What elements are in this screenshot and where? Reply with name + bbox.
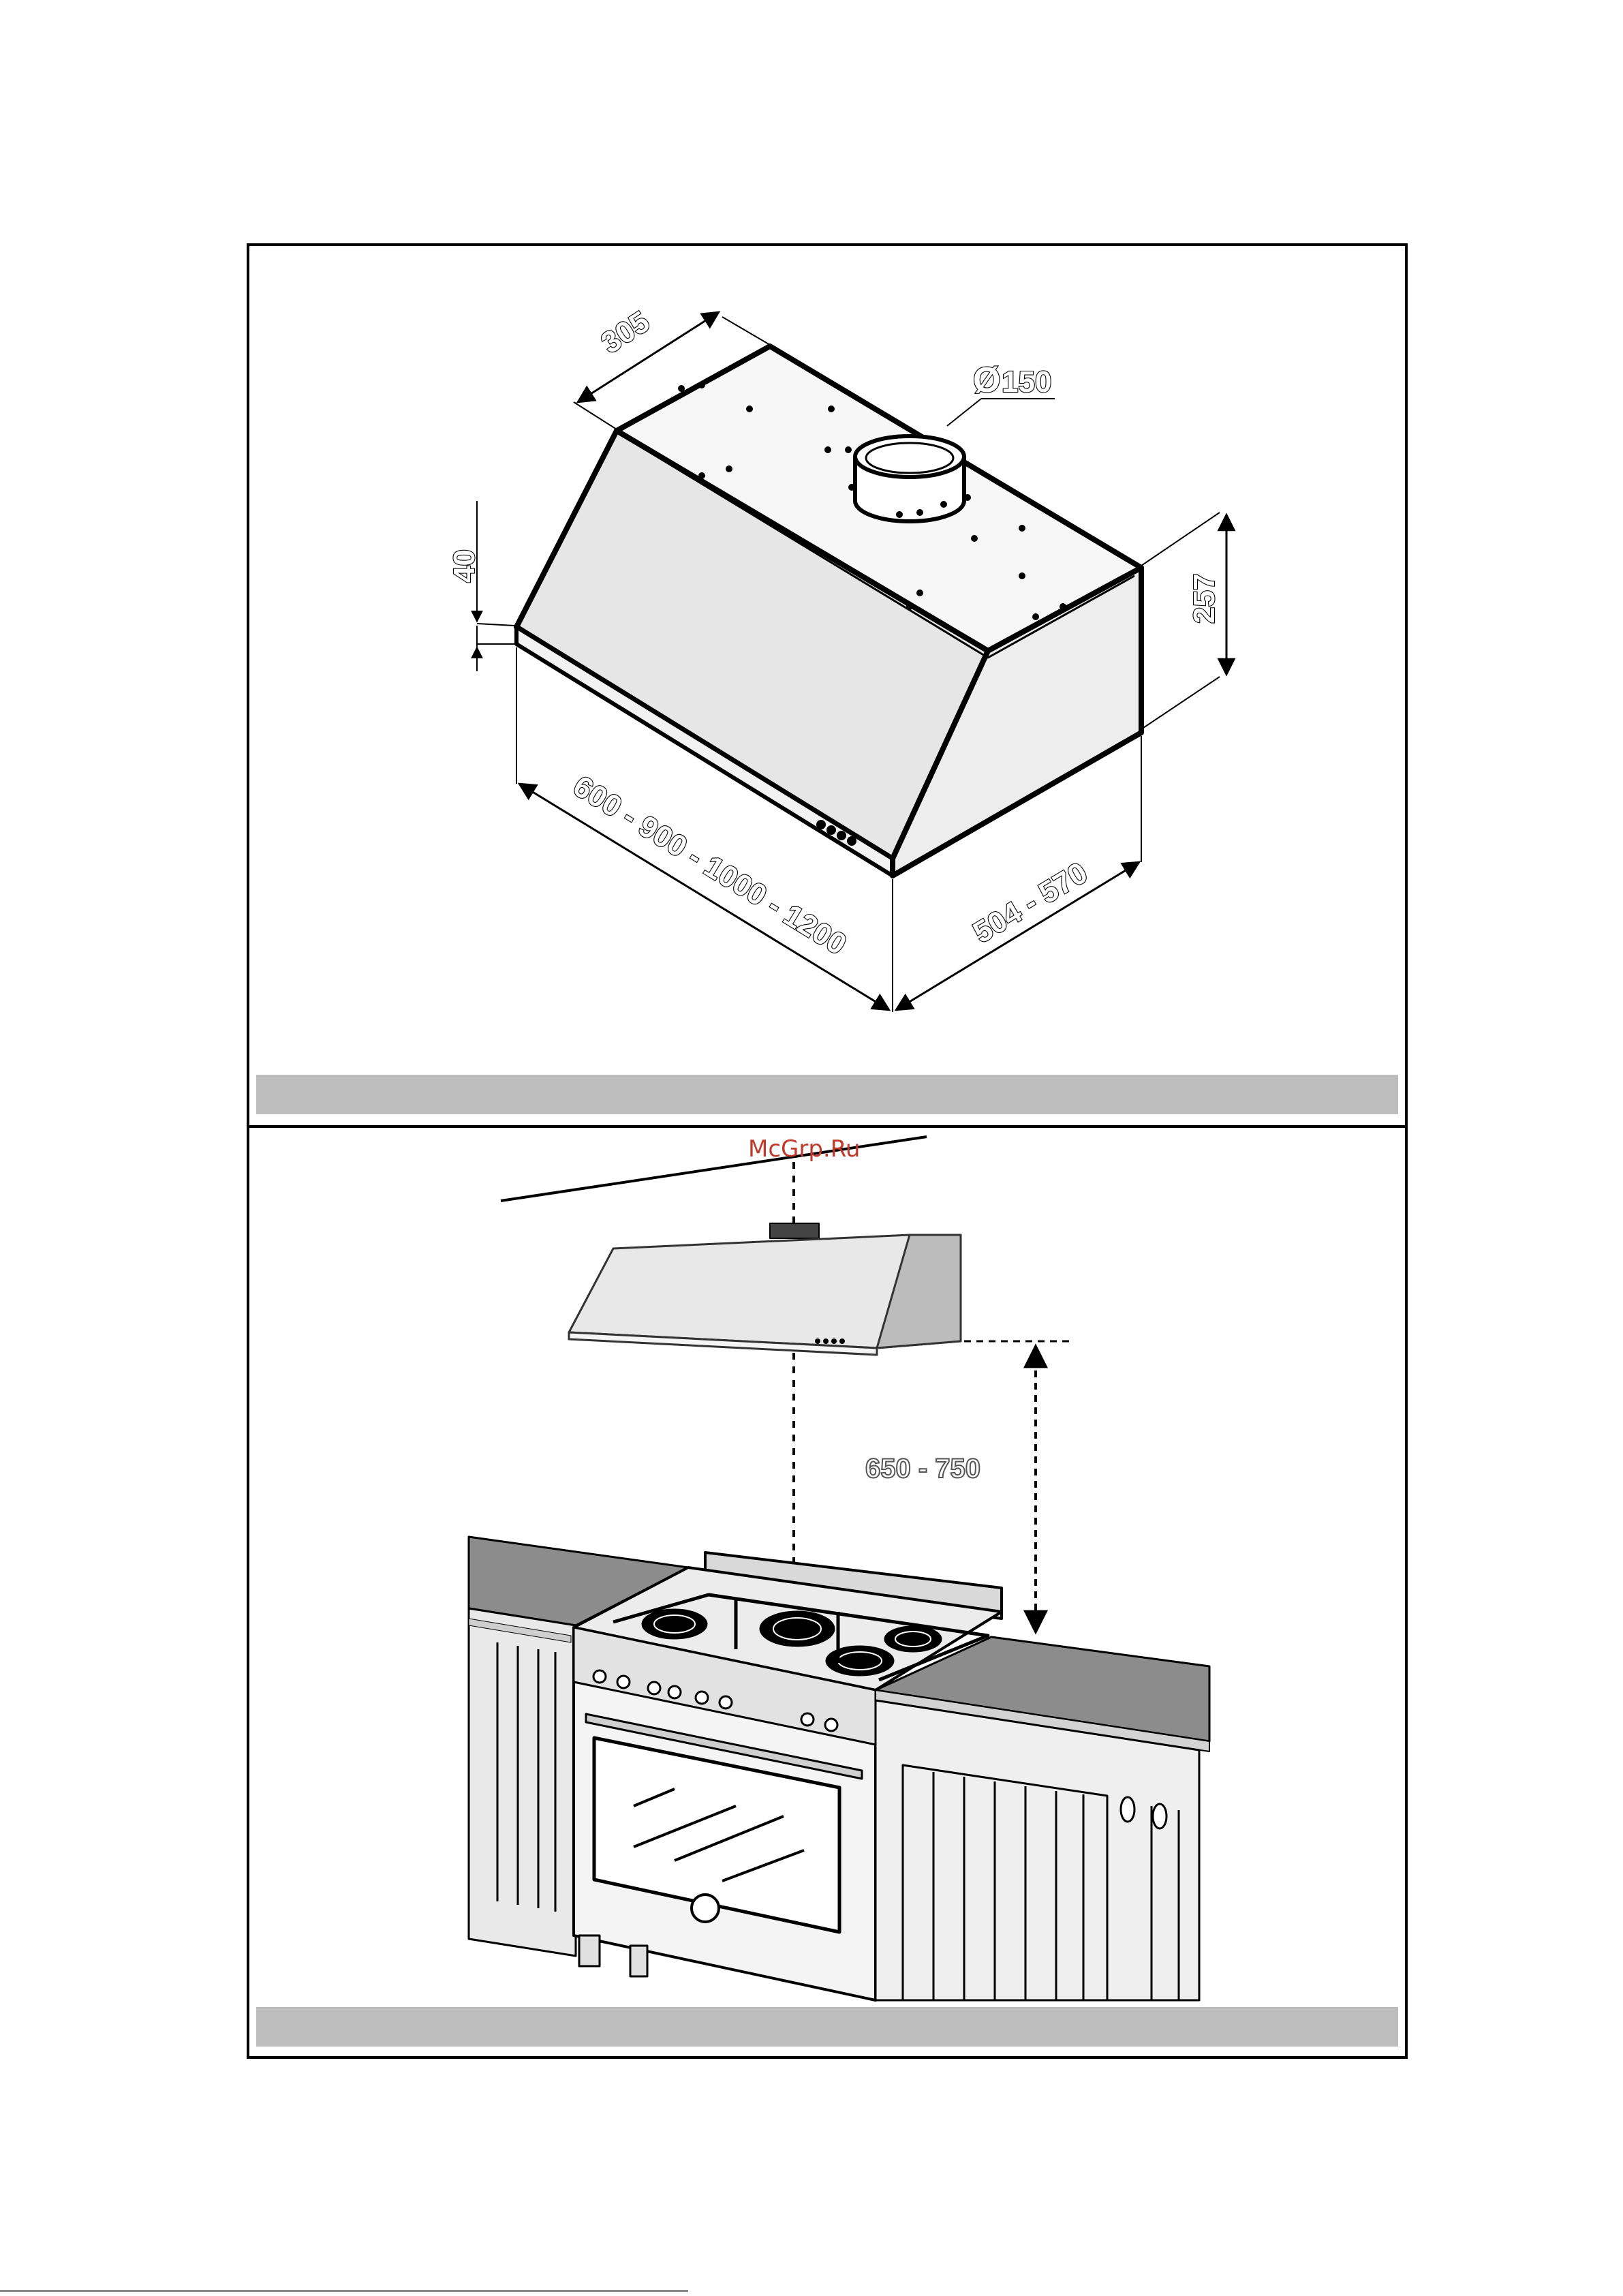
label-650-750: 650 - 750 (865, 1454, 980, 1484)
label-40: 40 (448, 549, 481, 583)
footer-rule (0, 2290, 688, 2292)
burner-4 (826, 1646, 894, 1676)
hood-small (569, 1223, 961, 1355)
oven-light (692, 1895, 719, 1922)
label-504-570: 504 - 570 (968, 856, 1094, 950)
duct-collar (855, 436, 964, 521)
watermark: McGrp.Ru (748, 1135, 860, 1163)
burner-1 (642, 1609, 707, 1639)
label-diameter-symbol: Ø (973, 361, 1000, 400)
cabinet-knob-1 (1121, 1797, 1134, 1822)
dimension-40 (477, 501, 514, 671)
burner-3 (884, 1626, 942, 1652)
cabinet-left (469, 1608, 576, 1956)
label-257: 257 (1188, 574, 1221, 624)
cabinet-knob-2 (1153, 1804, 1166, 1828)
label-150: 150 (1002, 365, 1051, 399)
ceiling-line (501, 1137, 927, 1201)
kitchen-scene (469, 1537, 1209, 2000)
label-305: 305 (596, 305, 655, 360)
burner-2 (760, 1611, 835, 1647)
dimension-150-leader (947, 399, 1055, 426)
